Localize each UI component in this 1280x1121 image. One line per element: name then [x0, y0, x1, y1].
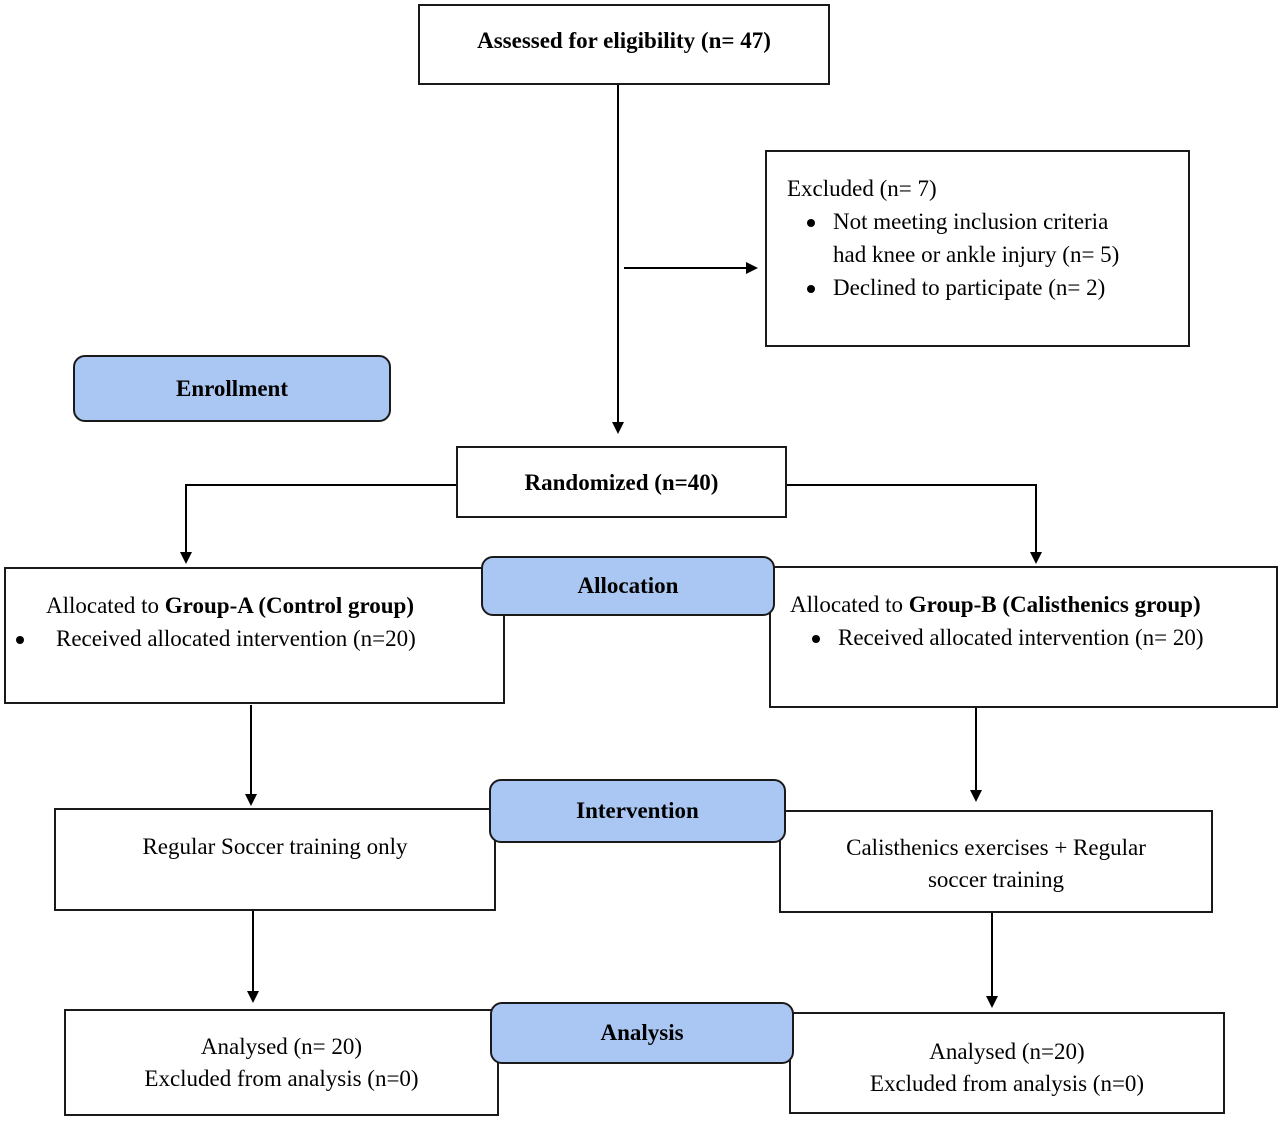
stage-enrollment-label: Enrollment [175, 375, 289, 401]
stage-allocation-label: Allocation [577, 573, 679, 598]
group-a-allocation-line: Allocated to Group-A (Control group) [46, 593, 415, 618]
group-a-received-item: Received allocated intervention (n=20) [16, 622, 503, 655]
group-a-analysis-box: Analysed (n= 20) Excluded from analysis … [64, 1009, 499, 1116]
group-b-analysed: Analysed (n=20) [929, 1039, 1085, 1064]
group-a-intervention-box: Regular Soccer training only [54, 808, 496, 911]
group-b-analysis-box: Analysed (n=20) Excluded from analysis (… [789, 1012, 1225, 1114]
group-a-analysed: Analysed (n= 20) [200, 1034, 363, 1059]
assessed-text: Assessed for eligibility (n= 47) [477, 28, 771, 53]
group-b-intervention-box: Calisthenics exercises + Regular soccer … [779, 810, 1213, 913]
arrow-randomized-to-group-b [786, 484, 1042, 564]
excluded-item-line: Not meeting inclusion criteria [833, 209, 1109, 234]
stage-allocation: Allocation [481, 556, 775, 616]
stage-intervention: Intervention [489, 779, 786, 843]
group-b-name: Group-B (Calisthenics group) [908, 592, 1201, 617]
group-b-received-item: Received allocated intervention (n= 20) [790, 621, 1276, 654]
excluded-item-declined: Declined to participate (n= 2) [787, 271, 1188, 304]
stage-analysis: Analysis [490, 1002, 794, 1064]
group-b-allocation-box: Allocated to Group-B (Calisthenics group… [769, 566, 1278, 708]
group-a-allocation-box: Allocated to Group-A (Control group) Rec… [4, 567, 505, 704]
group-b-excluded-analysis: Excluded from analysis (n=0) [869, 1071, 1145, 1096]
group-a-excluded-analysis: Excluded from analysis (n=0) [144, 1066, 419, 1091]
excluded-box: Excluded (n= 7) Not meeting inclusion cr… [765, 150, 1190, 347]
excluded-title: Excluded (n= 7) [787, 176, 937, 201]
randomized-box: Randomized (n=40) [456, 446, 787, 518]
stage-intervention-label: Intervention [576, 798, 699, 823]
assessed-box: Assessed for eligibility (n= 47) [418, 4, 830, 85]
group-b-intervention-line: Calisthenics exercises + Regular [846, 835, 1146, 860]
group-a-name: Group-A (Control group) [164, 593, 415, 618]
group-a-intervention-text: Regular Soccer training only [142, 834, 408, 859]
stage-enrollment: Enrollment [73, 355, 391, 422]
excluded-item-inclusion: Not meeting inclusion criteria had knee … [787, 205, 1188, 271]
randomized-text: Randomized (n=40) [524, 469, 719, 495]
group-b-allocation-line: Allocated to Group-B (Calisthenics group… [790, 592, 1201, 617]
stage-analysis-label: Analysis [600, 1020, 684, 1045]
arrow-randomized-to-group-a [180, 484, 456, 564]
excluded-item-line: had knee or ankle injury (n= 5) [833, 242, 1120, 267]
group-b-intervention-line: soccer training [927, 867, 1065, 892]
excluded-list: Not meeting inclusion criteria had knee … [787, 205, 1188, 304]
